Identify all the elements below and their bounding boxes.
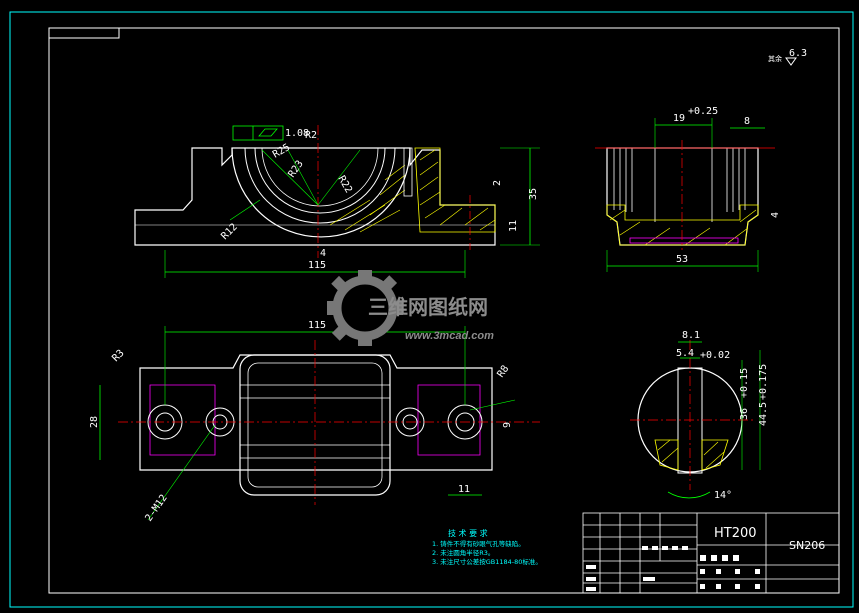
svg-text:4: 4: [320, 248, 326, 259]
top-view: 115 28 R3 R8 9 11 2-M12: [89, 320, 540, 524]
svg-text:8.1: 8.1: [682, 330, 700, 341]
svg-text:4: 4: [770, 212, 781, 218]
svg-text:1. 铸件不得有砂眼气孔等缺陷。: 1. 铸件不得有砂眼气孔等缺陷。: [432, 539, 525, 548]
svg-text:35: 35: [528, 188, 539, 200]
svg-text:R3: R3: [110, 348, 126, 364]
svg-text:+0.25: +0.25: [688, 106, 718, 117]
corner-box: [48, 27, 120, 39]
material-label: HT200: [714, 526, 757, 541]
svg-text:R22: R22: [335, 174, 354, 195]
svg-text:+0.02: +0.02: [700, 350, 730, 361]
svg-text:53: 53: [676, 254, 688, 265]
tech-requirements: 技 术 要 求 1. 铸件不得有砂眼气孔等缺陷。 2. 未注圆角半径R3。 3.…: [432, 528, 542, 566]
svg-text:9: 9: [502, 422, 513, 428]
side-view: 19 +0.25 8 53 4: [595, 106, 781, 272]
svg-text:三维网图纸网: 三维网图纸网: [368, 295, 488, 319]
svg-text:+0.175: +0.175: [758, 364, 769, 400]
roughness-note: 其余 6.3: [768, 48, 807, 66]
outer-frame: [9, 11, 854, 608]
svg-text:115: 115: [308, 320, 326, 331]
svg-text:28: 28: [89, 416, 100, 428]
svg-text:+0.15: +0.15: [739, 368, 750, 398]
svg-text:R12: R12: [219, 222, 240, 243]
svg-text:5.4: 5.4: [676, 348, 694, 359]
svg-text:其余: 其余: [768, 54, 782, 63]
svg-text:14°: 14°: [714, 490, 732, 501]
svg-text:11: 11: [458, 484, 470, 495]
svg-text:技 术 要 求: 技 术 要 求: [448, 528, 488, 538]
watermark: 三维网图纸网 www.3mcad.com: [327, 270, 494, 346]
svg-text:44.5: 44.5: [758, 402, 769, 426]
svg-text:2: 2: [492, 180, 503, 186]
svg-text:6.3: 6.3: [789, 48, 807, 59]
inner-frame: [48, 27, 840, 594]
front-view: 1.08 115 35 2 11 R25 R23 R22 R12 R2 4: [134, 125, 540, 278]
svg-text:www.3mcad.com: www.3mcad.com: [405, 330, 494, 342]
svg-text:1.08: 1.08: [285, 128, 309, 139]
title-block: [582, 512, 840, 594]
svg-text:115: 115: [308, 260, 326, 271]
svg-text:3. 未注尺寸公差按GB1184-80标准。: 3. 未注尺寸公差按GB1184-80标准。: [432, 557, 542, 566]
svg-text:R8: R8: [495, 364, 511, 380]
svg-text:2. 未注圆角半径R3。: 2. 未注圆角半径R3。: [432, 548, 494, 557]
svg-text:R2: R2: [305, 130, 317, 141]
svg-text:2-M12: 2-M12: [143, 493, 169, 524]
svg-text:8: 8: [744, 116, 750, 127]
svg-text:11: 11: [508, 220, 519, 232]
part-code-label: SN206: [789, 539, 825, 552]
title-block-cells: [586, 546, 760, 591]
svg-text:36: 36: [739, 408, 750, 420]
detail-view: 8.1 5.4 +0.02 36 +0.15 44.5 +0.175 14°: [630, 330, 769, 501]
svg-text:19: 19: [673, 113, 685, 124]
